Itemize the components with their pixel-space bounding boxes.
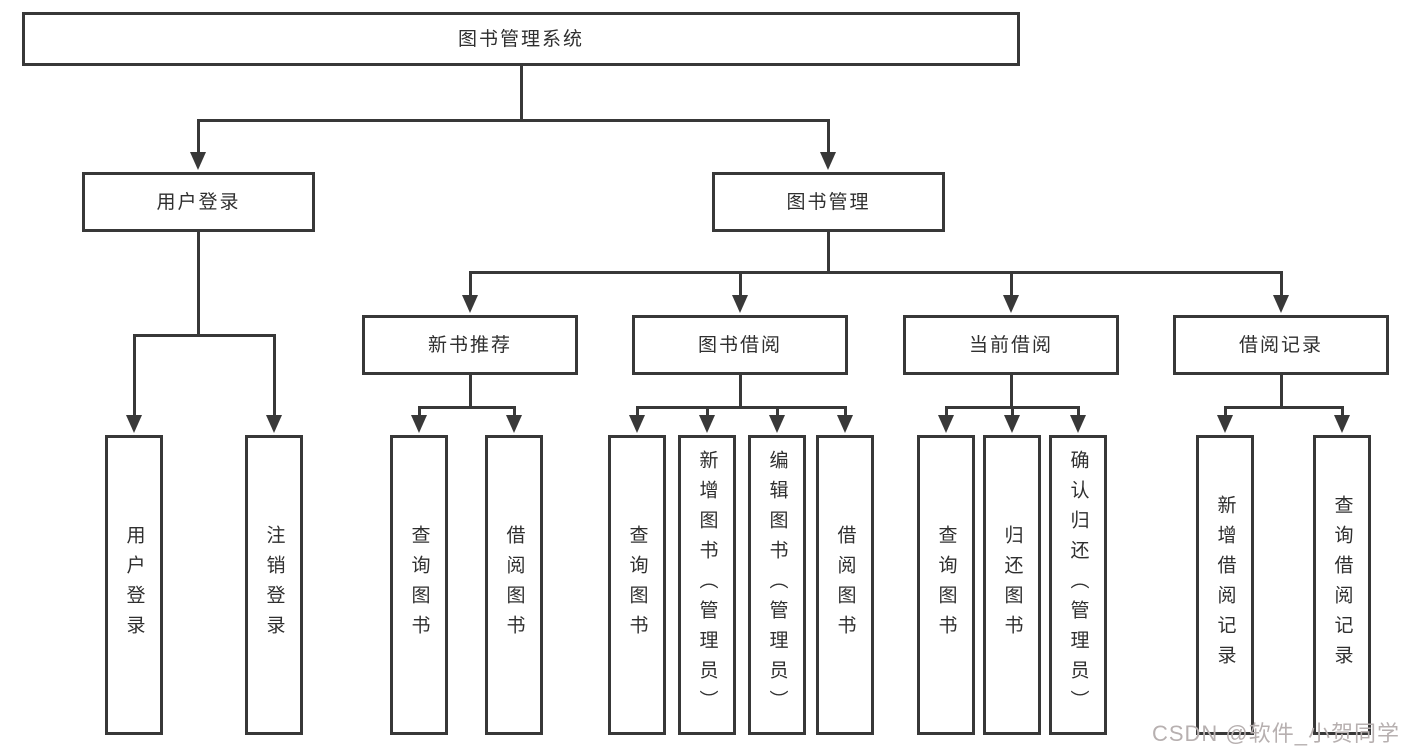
connector-drop <box>705 407 709 418</box>
arrowhead-down-icon <box>1217 415 1233 433</box>
node-label-book-borrowing: 图书借阅 <box>697 334 782 356</box>
connector-drop <box>468 272 472 298</box>
node-query-books-borrowing: 查询图书 <box>608 435 666 735</box>
node-label-return-books: 归还图书 <box>1001 525 1023 645</box>
node-book-borrowing: 图书借阅 <box>632 315 848 375</box>
arrowhead-down-icon <box>938 415 954 433</box>
node-label-borrow-books-recommend: 借阅图书 <box>503 525 525 645</box>
arrowhead-down-icon <box>1070 415 1086 433</box>
connector-drop <box>1340 407 1344 418</box>
arrowhead-down-icon <box>1273 295 1289 313</box>
arrowhead-down-icon <box>190 152 206 170</box>
connector-bus <box>417 405 516 409</box>
node-label-add-books-admin: 新增图书（管理员） <box>696 450 718 720</box>
node-logout-leaf: 注销登录 <box>245 435 303 735</box>
arrowhead-down-icon <box>1003 295 1019 313</box>
node-label-borrow-books-borrowing: 借阅图书 <box>834 525 856 645</box>
connector-drop <box>635 407 639 418</box>
arrowhead-down-icon <box>462 295 478 313</box>
node-label-book-management-branch: 图书管理 <box>786 191 871 213</box>
node-borrowing-records: 借阅记录 <box>1173 315 1389 375</box>
arrowhead-down-icon <box>266 415 282 433</box>
connector-drop <box>512 407 516 418</box>
node-label-user-login-leaf: 用户登录 <box>123 525 145 645</box>
node-label-current-borrowing: 当前借阅 <box>968 334 1053 356</box>
connector-drop <box>738 272 742 298</box>
node-label-root: 图书管理系统 <box>457 28 584 50</box>
connector-stem <box>826 232 830 273</box>
connector-drop <box>826 120 830 155</box>
node-query-books-recommend: 查询图书 <box>390 435 448 735</box>
connector-stem <box>468 375 472 408</box>
connector-drop <box>1010 407 1014 418</box>
arrowhead-down-icon <box>629 415 645 433</box>
node-label-borrowing-records: 借阅记录 <box>1238 334 1323 356</box>
node-label-query-books-borrowing: 查询图书 <box>626 525 648 645</box>
connector-bus <box>468 270 1283 274</box>
node-label-new-book-recommend: 新书推荐 <box>427 334 512 356</box>
connector-drop <box>196 120 200 155</box>
node-label-add-borrow-record: 新增借阅记录 <box>1214 495 1236 675</box>
connector-bus <box>1223 405 1344 409</box>
node-add-books-admin: 新增图书（管理员） <box>678 435 736 735</box>
arrowhead-down-icon <box>126 415 142 433</box>
connector-drop <box>1223 407 1227 418</box>
connector-stem <box>1279 375 1283 408</box>
arrowhead-down-icon <box>837 415 853 433</box>
node-add-borrow-record: 新增借阅记录 <box>1196 435 1254 735</box>
connector-drop <box>944 407 948 418</box>
arrowhead-down-icon <box>1334 415 1350 433</box>
connector-bus <box>196 118 830 122</box>
node-label-query-books-recommend: 查询图书 <box>408 525 430 645</box>
connector-drop <box>272 335 276 418</box>
connector-drop <box>843 407 847 418</box>
node-confirm-return-admin: 确认归还（管理员） <box>1049 435 1107 735</box>
arrowhead-down-icon <box>506 415 522 433</box>
arrowhead-down-icon <box>769 415 785 433</box>
connector-stem <box>519 66 523 121</box>
arrowhead-down-icon <box>732 295 748 313</box>
arrowhead-down-icon <box>1004 415 1020 433</box>
node-label-query-books-current: 查询图书 <box>935 525 957 645</box>
node-query-books-current: 查询图书 <box>917 435 975 735</box>
arrowhead-down-icon <box>411 415 427 433</box>
node-user-login-leaf: 用户登录 <box>105 435 163 735</box>
node-query-borrow-record: 查询借阅记录 <box>1313 435 1371 735</box>
node-borrow-books-borrowing: 借阅图书 <box>816 435 874 735</box>
node-new-book-recommend: 新书推荐 <box>362 315 578 375</box>
connector-drop <box>1279 272 1283 298</box>
node-book-management-branch: 图书管理 <box>712 172 945 232</box>
connector-drop <box>775 407 779 418</box>
node-label-user-login-branch: 用户登录 <box>156 191 241 213</box>
connector-drop <box>417 407 421 418</box>
node-edit-books-admin: 编辑图书（管理员） <box>748 435 806 735</box>
node-user-login-branch: 用户登录 <box>82 172 315 232</box>
node-current-borrowing: 当前借阅 <box>903 315 1119 375</box>
connector-drop <box>1076 407 1080 418</box>
connector-drop <box>132 335 136 418</box>
node-label-query-borrow-record: 查询借阅记录 <box>1331 495 1353 675</box>
node-root: 图书管理系统 <box>22 12 1020 66</box>
connector-stem <box>738 375 742 408</box>
connector-drop <box>1009 272 1013 298</box>
arrowhead-down-icon <box>820 152 836 170</box>
node-label-confirm-return-admin: 确认归还（管理员） <box>1067 450 1089 720</box>
node-label-logout-leaf: 注销登录 <box>263 525 285 645</box>
arrowhead-down-icon <box>699 415 715 433</box>
connector-stem <box>196 232 200 336</box>
connector-stem <box>1009 375 1013 408</box>
node-borrow-books-recommend: 借阅图书 <box>485 435 543 735</box>
node-label-edit-books-admin: 编辑图书（管理员） <box>766 450 788 720</box>
connector-bus <box>635 405 847 409</box>
node-return-books: 归还图书 <box>983 435 1041 735</box>
connector-bus <box>132 333 276 337</box>
